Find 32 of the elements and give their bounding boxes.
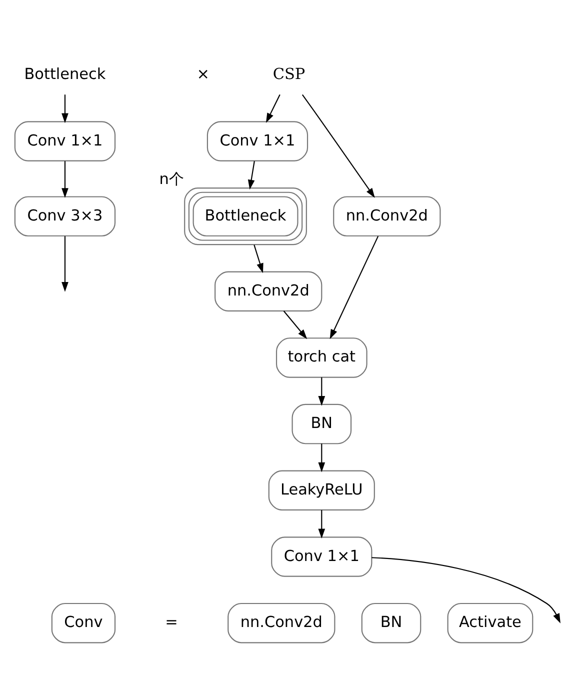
- node-box: Conv 3×3: [14, 196, 116, 236]
- node-text: Bottleneck: [24, 64, 106, 82]
- node-box: BN: [292, 403, 352, 444]
- node-box: nn.Conv2d: [214, 270, 322, 311]
- node-text: CSP: [272, 64, 306, 82]
- arrow: [62, 236, 68, 292]
- arrow: [254, 244, 264, 273]
- label: =: [165, 612, 178, 631]
- label: ×: [196, 64, 210, 82]
- node-box: BN: [361, 602, 422, 643]
- arrow: [318, 443, 326, 472]
- arrow: [62, 160, 68, 198]
- node-box: nn.Conv2d: [333, 196, 441, 236]
- node-box: Conv: [51, 602, 116, 643]
- node-box: nn.Conv2d: [228, 602, 336, 643]
- arrow: [62, 94, 68, 123]
- arrow: [318, 376, 326, 406]
- arrow: [330, 235, 379, 339]
- node-label: n个: [159, 169, 184, 188]
- node-box: torch cat: [276, 337, 368, 378]
- arrow: [318, 510, 326, 538]
- arrow: [266, 94, 280, 122]
- node-box: Conv 1×1: [271, 536, 372, 576]
- node-box: Bottleneck: [184, 187, 307, 245]
- node-box: LeakyReLU: [268, 470, 375, 510]
- node-box: Conv 1×1: [206, 120, 308, 161]
- arrow: [372, 556, 560, 623]
- node-box: Activate: [447, 602, 534, 643]
- node-box: Conv 1×1: [14, 120, 116, 161]
- arrow: [248, 160, 255, 190]
- arrow: [302, 94, 375, 198]
- arrow: [283, 310, 308, 339]
